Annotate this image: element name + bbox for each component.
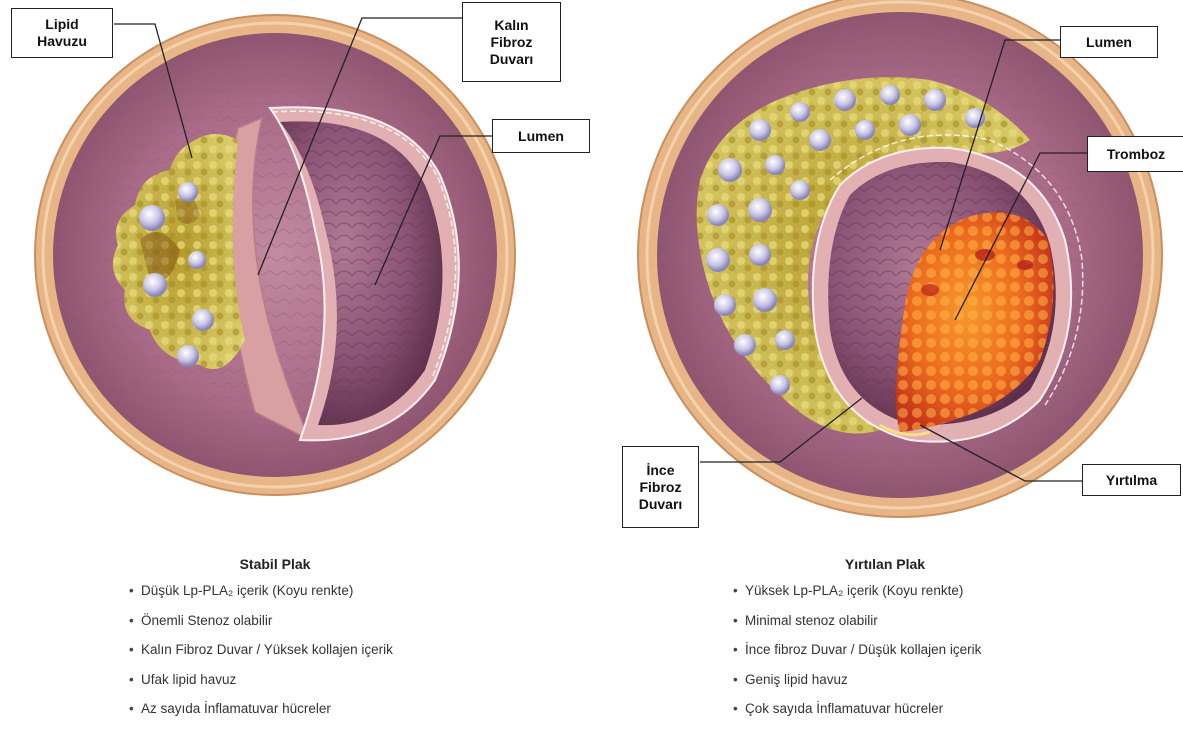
- right-lumen-label: Lumen: [1060, 26, 1158, 58]
- list-item: •Geniş lipid havuz: [733, 671, 981, 701]
- list-item: •Çok sayıda İnflamatuvar hücreler: [733, 700, 981, 730]
- thrombus-label: Tromboz: [1087, 136, 1183, 172]
- list-item: •Minimal stenoz olabilir: [733, 612, 981, 642]
- list-item: •Kalın Fibroz Duvar / Yüksek kollajen iç…: [129, 641, 393, 671]
- stable-plaque-title: Stabil Plak: [125, 556, 425, 572]
- left-lumen-label: Lumen: [492, 119, 590, 153]
- ruptured-plaque-list: •Yüksek Lp-PLA₂ içerik (Koyu renkte) •Mi…: [733, 582, 981, 730]
- list-item: •İnce fibroz Duvar / Düşük kollajen içer…: [733, 641, 981, 671]
- thick-fibrous-cap-label: Kalın Fibroz Duvarı: [462, 2, 561, 82]
- list-item: •Düşük Lp-PLA₂ içerik (Koyu renkte): [129, 582, 393, 612]
- stable-plaque-list: •Düşük Lp-PLA₂ içerik (Koyu renkte) •Öne…: [129, 582, 393, 730]
- list-item: •Az sayıda İnflamatuvar hücreler: [129, 700, 393, 730]
- stable-artery: [35, 15, 515, 495]
- rupture-label: Yırtılma: [1082, 464, 1181, 496]
- thin-fibrous-cap-label: İnce Fibroz Duvarı: [622, 446, 699, 528]
- ruptured-plaque-title: Yırtılan Plak: [735, 556, 1035, 572]
- list-item: •Yüksek Lp-PLA₂ içerik (Koyu renkte): [733, 582, 981, 612]
- list-item: •Önemli Stenoz olabilir: [129, 612, 393, 642]
- ruptured-artery: [638, 0, 1162, 517]
- list-item: •Ufak lipid havuz: [129, 671, 393, 701]
- lipid-pool-label: Lipid Havuzu: [11, 8, 113, 58]
